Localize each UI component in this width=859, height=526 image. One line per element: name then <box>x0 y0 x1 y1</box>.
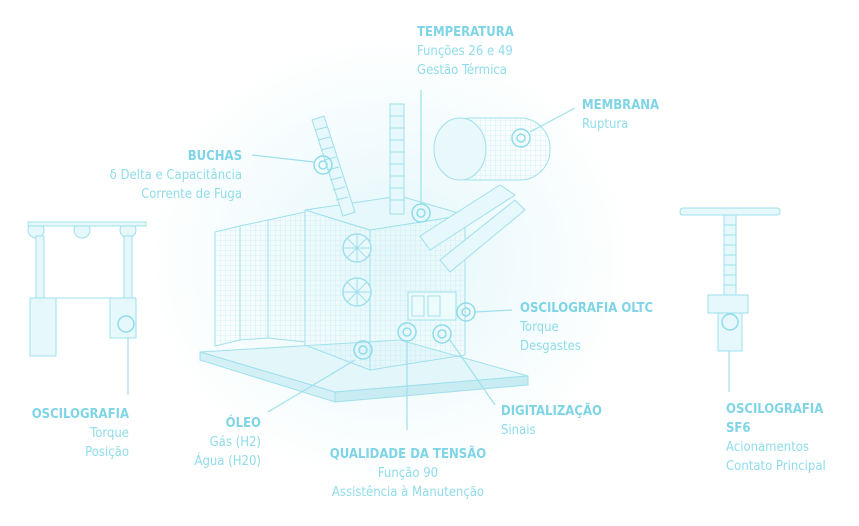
label-buchas: BUCHAS δ Delta e Capacitância Corrente d… <box>110 147 242 204</box>
label-oscilografia-sf6-line1: Acionamentos <box>726 440 810 455</box>
label-oscilografia-sf6: OSCILOGRAFIA SF6 Acionamentos Contato Pr… <box>726 400 826 476</box>
label-temperatura-line1: Funções 26 e 49 <box>417 44 513 59</box>
left-breaker <box>27 221 147 357</box>
label-qualidade-line1: Função 90 <box>377 466 439 481</box>
label-oscilografia-oltc-line1: Torque <box>520 320 559 335</box>
label-qualidade-title: QUALIDADE DA TENSÃO <box>329 447 487 462</box>
label-oleo-line2: Água (H20) <box>194 454 261 469</box>
label-oleo-line1: Gás (H2) <box>209 435 261 450</box>
label-buchas-title: BUCHAS <box>187 149 242 164</box>
label-membrana-line1: Ruptura <box>582 117 629 132</box>
label-digitalizacao: DIGITALIZAÇÃO Sinais <box>501 402 602 440</box>
label-digitalizacao-title: DIGITALIZAÇÃO <box>501 404 602 419</box>
label-qualidade: QUALIDADE DA TENSÃO Função 90 Assistênci… <box>318 445 498 502</box>
label-buchas-line2: Corrente de Fuga <box>141 187 242 202</box>
sensor-markers <box>313 128 531 360</box>
label-oscilografia-oltc: OSCILOGRAFIA OLTC Torque Desgastes <box>520 299 653 356</box>
label-oscilografia-sf6-line2: Contato Principal <box>726 459 826 474</box>
label-oscilografia-left-title: OSCILOGRAFIA <box>31 407 129 422</box>
label-temperatura-title: TEMPERATURA <box>417 25 514 40</box>
label-buchas-line1: δ Delta e Capacitância <box>109 168 242 183</box>
label-temperatura: TEMPERATURA Funções 26 e 49 Gestão Térmi… <box>417 23 514 80</box>
bushings <box>311 103 405 217</box>
cooling-fans <box>342 233 372 307</box>
leader-lines <box>127 90 730 430</box>
label-oscilografia-sf6-title2: SF6 <box>726 421 751 436</box>
label-digitalizacao-line1: Sinais <box>501 423 536 438</box>
sf6-breaker <box>679 207 781 352</box>
label-oscilografia-oltc-title: OSCILOGRAFIA OLTC <box>520 301 654 316</box>
radiator-fins <box>214 211 306 347</box>
label-qualidade-line2: Assistência à Manutenção <box>331 485 485 500</box>
label-oscilografia-left-line1: Torque <box>90 426 129 441</box>
label-oleo-title: ÓLEO <box>225 416 261 431</box>
label-membrana-title: MEMBRANA <box>582 98 660 113</box>
label-membrana: MEMBRANA Ruptura <box>582 96 659 134</box>
label-oleo: ÓLEO Gás (H2) Água (H20) <box>194 414 261 471</box>
label-oscilografia-left-line2: Posição <box>85 445 129 460</box>
label-oscilografia-sf6-title: OSCILOGRAFIA <box>726 402 824 417</box>
label-oscilografia-oltc-line2: Desgastes <box>520 339 581 354</box>
label-temperatura-line2: Gestão Térmica <box>417 63 507 78</box>
label-oscilografia-left: OSCILOGRAFIA Torque Posição <box>32 405 129 462</box>
